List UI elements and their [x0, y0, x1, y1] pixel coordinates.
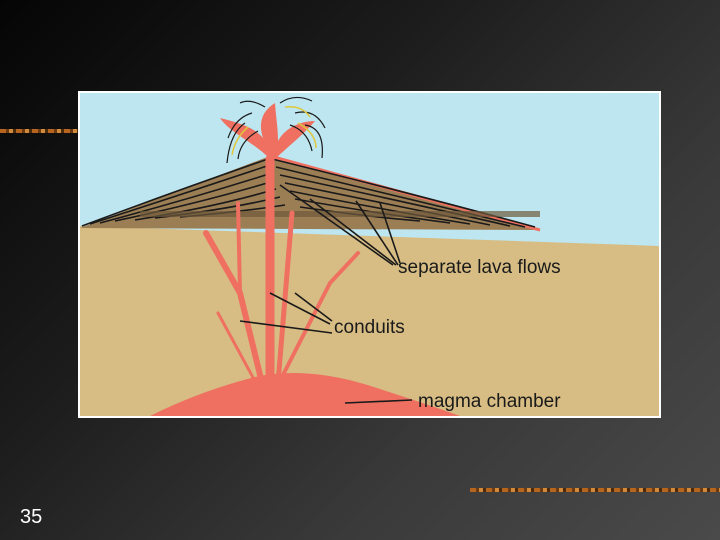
- volcano-diagram: separate lava flows conduits magma chamb…: [78, 91, 661, 418]
- decorative-divider-bottom: [470, 488, 720, 492]
- decorative-divider-top: [0, 129, 80, 133]
- label-separate-lava-flows: separate lava flows: [398, 257, 561, 278]
- volcano-cross-section: separate lava flows conduits magma chamb…: [80, 93, 659, 416]
- label-magma-chamber: magma chamber: [418, 391, 561, 412]
- label-conduits: conduits: [334, 317, 405, 338]
- page-number: 35: [20, 506, 42, 529]
